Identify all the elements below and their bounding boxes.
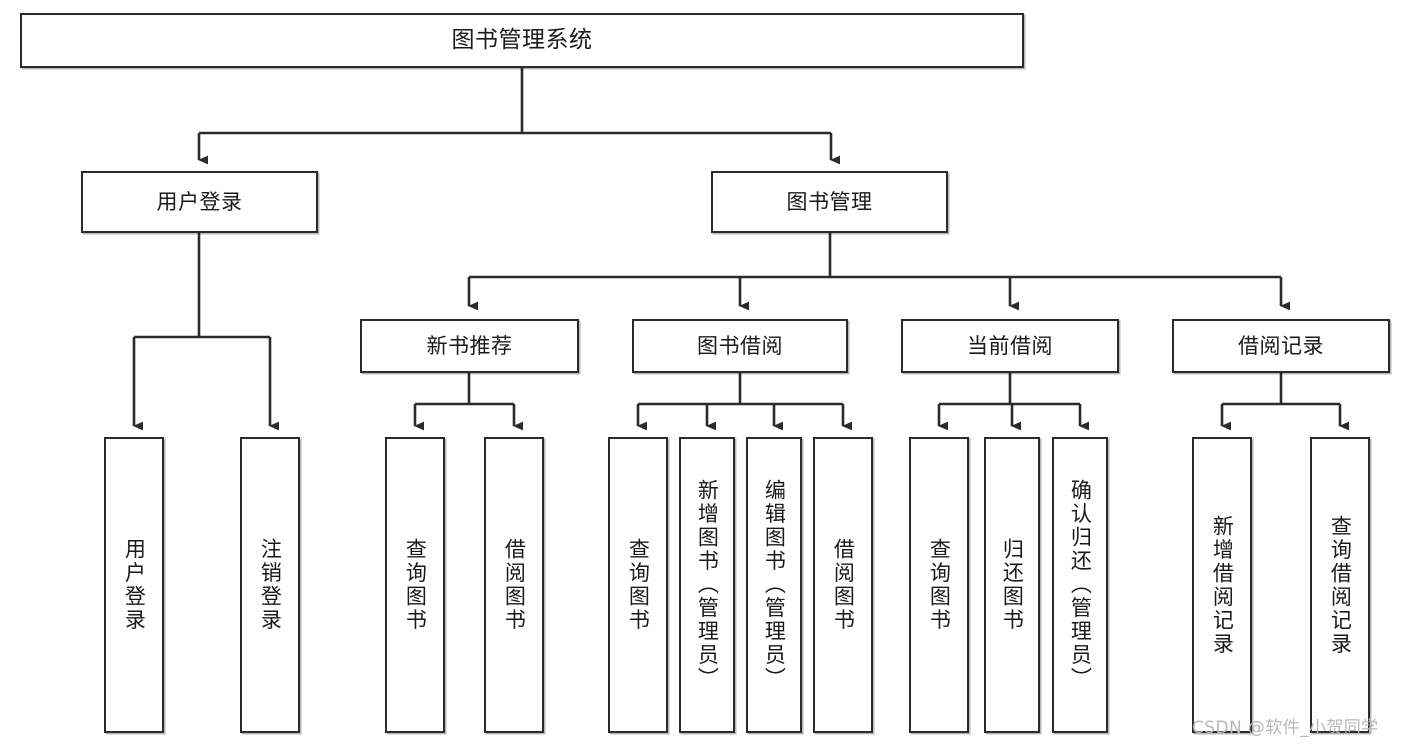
node-user-login[interactable]: 用户登录 <box>81 171 318 233</box>
watermark-text: CSDN @软件_小贺同学 <box>1192 718 1379 738</box>
node-leaf-add-record[interactable]: 新增借阅记录 <box>1192 437 1252 733</box>
node-leaf-add-book[interactable]: 新增图书（管理员） <box>679 437 735 733</box>
node-label: 借阅图书 <box>502 538 527 632</box>
node-label: 借阅图书 <box>831 538 856 632</box>
node-label: 查询图书 <box>626 538 651 632</box>
node-new-book-recommend[interactable]: 新书推荐 <box>360 319 579 373</box>
node-leaf-edit-book[interactable]: 编辑图书（管理员） <box>746 437 802 733</box>
node-leaf-borrow-book-1[interactable]: 借阅图书 <box>484 437 544 733</box>
node-root-system[interactable]: 图书管理系统 <box>20 13 1024 68</box>
node-leaf-user-login[interactable]: 用户登录 <box>104 437 164 733</box>
node-label: 查询借阅记录 <box>1328 514 1353 656</box>
node-label: 用户登录 <box>156 189 243 214</box>
node-leaf-borrow-book-2[interactable]: 借阅图书 <box>813 437 873 733</box>
node-label: 用户登录 <box>122 538 147 632</box>
node-label: 当前借阅 <box>967 333 1053 358</box>
node-label: 图书借阅 <box>697 333 783 358</box>
node-label: 新增图书（管理员） <box>695 479 720 691</box>
node-leaf-query-book-3[interactable]: 查询图书 <box>909 437 969 733</box>
node-borrow-record[interactable]: 借阅记录 <box>1172 319 1390 373</box>
node-label: 编辑图书（管理员） <box>762 479 787 691</box>
node-label: 新书推荐 <box>426 333 513 358</box>
node-label: 新增借阅记录 <box>1210 514 1235 656</box>
node-current-borrow[interactable]: 当前借阅 <box>901 319 1119 373</box>
node-label: 图书管理系统 <box>451 26 593 53</box>
node-label: 确认归还（管理员） <box>1068 479 1093 691</box>
node-label: 归还图书 <box>1000 538 1025 632</box>
node-leaf-query-book-2[interactable]: 查询图书 <box>608 437 668 733</box>
node-leaf-user-logout[interactable]: 注销登录 <box>240 437 300 733</box>
node-leaf-return-book[interactable]: 归还图书 <box>984 437 1040 733</box>
node-label: 注销登录 <box>258 538 283 632</box>
node-leaf-confirm-return[interactable]: 确认归还（管理员） <box>1052 437 1108 733</box>
node-label: 查询图书 <box>403 538 428 632</box>
node-label: 查询图书 <box>927 538 952 632</box>
node-book-manage[interactable]: 图书管理 <box>711 171 948 233</box>
node-leaf-query-record[interactable]: 查询借阅记录 <box>1310 437 1370 733</box>
node-book-borrow[interactable]: 图书借阅 <box>632 319 848 373</box>
node-label: 借阅记录 <box>1238 333 1324 358</box>
node-leaf-query-book-1[interactable]: 查询图书 <box>385 437 445 733</box>
node-label: 图书管理 <box>786 189 873 214</box>
